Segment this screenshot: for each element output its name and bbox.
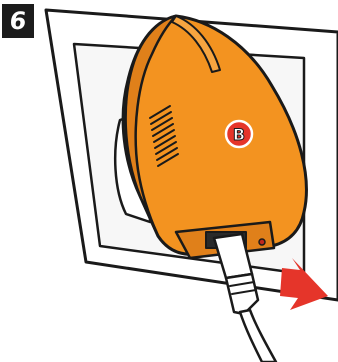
cable-plug-boot [226,274,258,314]
adapter-badge-letter: B [233,125,245,144]
step-number-badge: 6 [2,4,34,38]
step-number: 6 [0,4,36,38]
adapter-led [259,239,265,245]
cable-wire [240,310,276,362]
